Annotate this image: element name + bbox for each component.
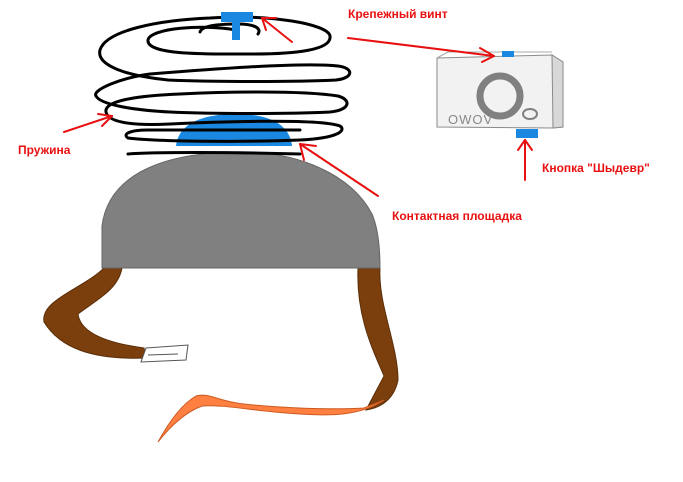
strap-buckle bbox=[140, 344, 189, 363]
arrow-screw-camera bbox=[347, 37, 495, 63]
camera-small-circle bbox=[522, 108, 538, 120]
camera-mount-top bbox=[502, 51, 514, 57]
mounting-screw bbox=[221, 12, 253, 40]
annotation-arrows bbox=[63, 17, 533, 197]
label-screw: Крепежный винт bbox=[348, 7, 448, 21]
right-strap bbox=[357, 267, 399, 411]
camera-lens-text: OWOV bbox=[448, 112, 493, 127]
orange-cable bbox=[157, 394, 385, 443]
label-spring: Пружина bbox=[18, 143, 71, 157]
strap-buckle-line bbox=[147, 353, 179, 356]
arrow-button bbox=[517, 139, 533, 181]
helmet bbox=[101, 151, 381, 269]
arrow-screw bbox=[261, 17, 293, 43]
camera-lens bbox=[476, 72, 524, 120]
label-pad: Контактная площадка bbox=[392, 209, 522, 223]
label-button: Кнопка "Шыдевр" bbox=[542, 161, 650, 175]
shydevr-button bbox=[516, 129, 538, 138]
arrow-pad bbox=[299, 143, 379, 197]
arrow-spring bbox=[63, 113, 113, 133]
camera: OWOV bbox=[436, 51, 564, 138]
left-strap bbox=[43, 267, 147, 359]
